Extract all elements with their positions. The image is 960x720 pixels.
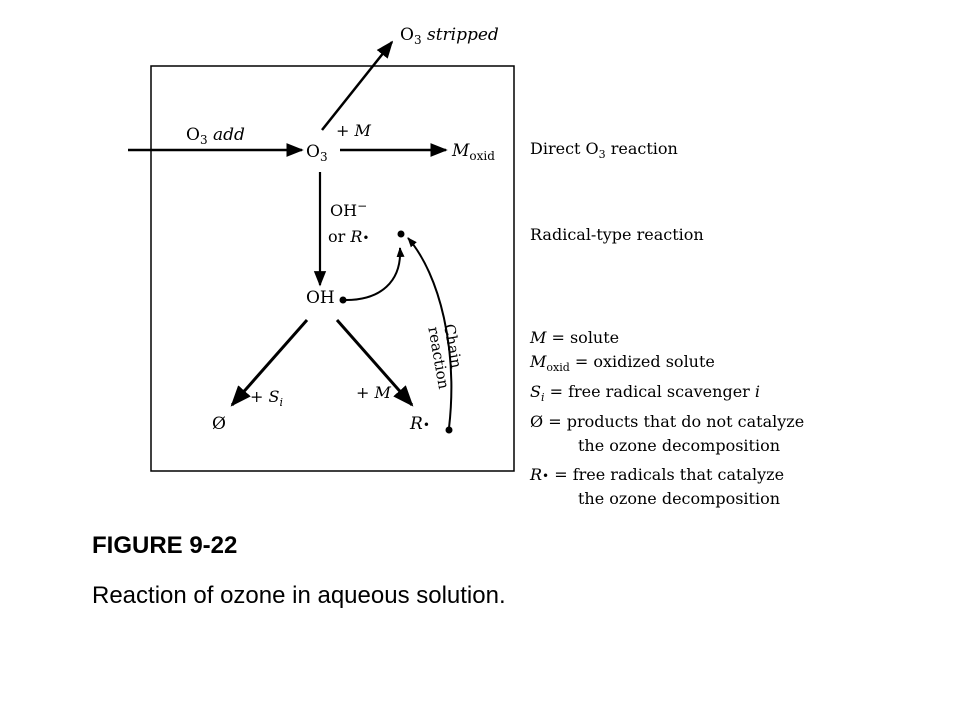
label-plus-m-bottom: + M xyxy=(356,383,391,402)
arrow-oh-to-r xyxy=(335,319,414,407)
legend-m-oxid: Moxid = oxidized solute xyxy=(529,352,715,374)
label-o3-add: O3 add xyxy=(186,125,245,147)
label-o3-stripped: O3 stripped xyxy=(400,25,499,47)
label-plus-m-top: + M xyxy=(336,121,371,140)
label-or-r: or R• xyxy=(328,227,370,246)
figure-label: FIGURE 9-22 xyxy=(92,532,238,559)
legend-direct-reaction: Direct O3 reaction xyxy=(530,139,678,161)
figure-description: Reaction of ozone in aqueous solution. xyxy=(92,582,506,609)
label-r-radical: R• xyxy=(409,414,430,434)
legend-null-products-line2: the ozone decomposition xyxy=(578,436,780,455)
legend-r-radicals: R• = free radicals that catalyze xyxy=(529,465,784,484)
figure-caption: FIGURE 9-22 Reaction of ozone in aqueous… xyxy=(92,532,532,612)
arrow-o3-stripped xyxy=(321,40,394,131)
radical-dot-target xyxy=(397,230,405,238)
legend-radical-reaction: Radical-type reaction xyxy=(530,225,704,244)
label-m-oxid: Moxid xyxy=(451,141,495,163)
label-plus-si: + Si xyxy=(250,387,283,409)
label-oh-radical: OH xyxy=(306,288,335,308)
radical-dot-oh xyxy=(339,296,347,304)
arrow-chain-reaction xyxy=(407,237,453,429)
diagram-frame xyxy=(150,65,515,472)
legend-si-scavenger: Si = free radical scavenger i xyxy=(530,382,760,404)
arrow-oh-to-null xyxy=(230,319,309,407)
label-chain-reaction: Chainreaction xyxy=(424,323,468,391)
radical-dot-chain xyxy=(445,426,453,434)
legend-null-products: Ø = products that do not catalyze xyxy=(530,412,804,431)
legend-r-radicals-line2: the ozone decomposition xyxy=(578,489,780,508)
label-oh-minus: OH− xyxy=(330,199,367,220)
legend-m-solute: M = solute xyxy=(529,328,619,347)
label-null-product: Ø xyxy=(212,414,226,434)
label-o3-center: O3 xyxy=(306,142,328,164)
arrow-oh-radical-curve xyxy=(345,247,405,301)
